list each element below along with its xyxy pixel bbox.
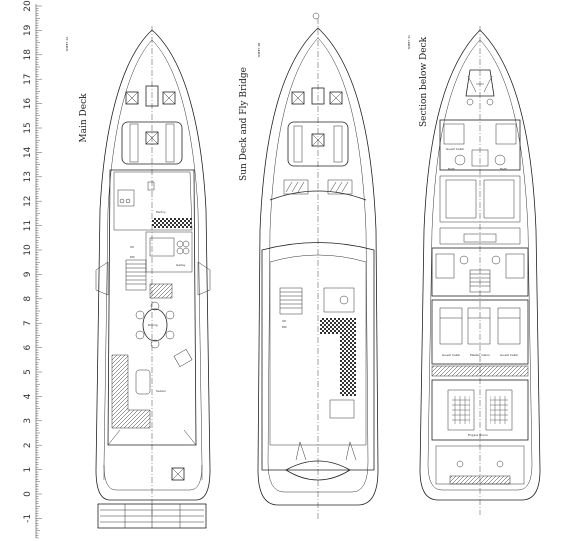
ruler-number: 20 [23, 0, 33, 12]
main-deck-title: Main Deck [79, 93, 89, 143]
ruler-number: 2 [23, 442, 33, 448]
below-deck-sheet-label: SHEET 2C [407, 35, 411, 50]
svg-text:Pantry: Pantry [156, 210, 166, 214]
svg-text:Guest Cabin: Guest Cabin [500, 353, 518, 357]
ruler-number: 7 [23, 320, 33, 326]
svg-text:UP: UP [130, 245, 134, 249]
sun-deck-sheet-label: SHEET 2B [257, 43, 261, 58]
below-deck-plan: Guest Cabin Bath Bath Guest Cabin Master… [419, 26, 541, 515]
ruler-number: 9 [23, 271, 33, 277]
ruler-number: 13 [23, 171, 33, 182]
svg-text:UP: UP [282, 319, 286, 323]
ruler-number: 19 [23, 24, 33, 36]
ruler-number: 8 [23, 296, 33, 302]
svg-text:Bath: Bath [500, 167, 507, 171]
svg-text:Galley: Galley [176, 263, 186, 267]
main-deck-plan: Pantry Galley UP DN Dining Saloon [95, 26, 211, 529]
ruler-number: 6 [23, 344, 33, 350]
svg-text:Master Cabin: Master Cabin [470, 353, 490, 357]
ruler-number: 16 [23, 98, 33, 110]
svg-text:Bath: Bath [448, 167, 455, 171]
ruler-number: 12 [23, 195, 33, 206]
sun-deck-title: Sun Deck and Fly Bridge [239, 67, 249, 181]
ruler-number: 11 [23, 220, 33, 231]
below-deck-title: Section below Deck [419, 36, 429, 127]
ruler-number: 3 [23, 418, 33, 424]
ruler-number: 1 [23, 467, 33, 473]
svg-text:Guest Cabin: Guest Cabin [446, 147, 464, 151]
svg-text:Saloon: Saloon [156, 389, 166, 393]
svg-text:Dining: Dining [148, 323, 158, 327]
sun-deck-plan: UP DN [257, 12, 379, 520]
svg-text:DN: DN [282, 325, 287, 329]
ruler-number: 15 [23, 122, 33, 133]
ruler-number: 17 [23, 73, 33, 84]
svg-text:Guest Cabin: Guest Cabin [442, 353, 460, 357]
svg-text:Engine Room: Engine Room [468, 433, 488, 437]
ruler-number: 0 [23, 491, 33, 497]
ruler-number: 18 [23, 49, 33, 61]
svg-text:DN: DN [130, 255, 135, 259]
ruler-number: 5 [23, 369, 33, 375]
ruler-number: 4 [23, 393, 33, 399]
ruler-number: 14 [23, 146, 33, 158]
ruler-number: 10 [23, 244, 33, 256]
main-deck-sheet-label: SHEET 2A [65, 36, 69, 52]
ruler-number: -1 [23, 514, 33, 523]
